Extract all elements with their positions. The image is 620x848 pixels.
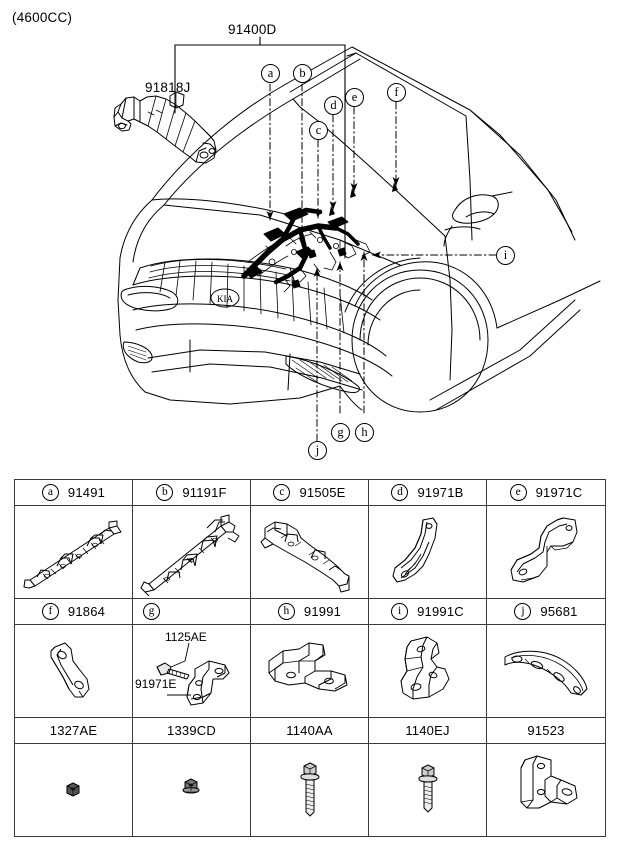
- marker-c-icon: c: [273, 484, 291, 501]
- clip-small-icon: [50, 642, 89, 698]
- bracket-part-label: 91818J: [145, 80, 191, 95]
- callout-f[interactable]: f: [387, 83, 406, 102]
- table-header-row-1: a 91491 b 91191F c 91505E d 91971B: [14, 479, 606, 506]
- callout-e[interactable]: e: [345, 88, 364, 107]
- callout-c[interactable]: c: [309, 121, 328, 140]
- callout-g[interactable]: g: [331, 423, 350, 442]
- part-number-1339cd: 1339CD: [167, 723, 216, 738]
- nut-flange-icon: [182, 778, 199, 794]
- callout-leader-lines: [269, 83, 497, 442]
- svg-text:KIA: KIA: [217, 294, 233, 304]
- art-cell-1339cd: [132, 743, 251, 837]
- part-number-1140ej: 1140EJ: [405, 723, 450, 738]
- callout-b[interactable]: b: [293, 64, 312, 83]
- part-number-91971c: 91971C: [535, 485, 583, 500]
- art-cell-1140ej: [368, 743, 487, 837]
- table-art-row-2: 1125AE 91971E: [14, 624, 606, 718]
- art-cell-91191f: [132, 505, 251, 599]
- callout-i[interactable]: i: [496, 246, 515, 265]
- bracket-hook-icon: [520, 755, 578, 809]
- part-number-91991: 91991: [303, 604, 342, 619]
- art-cell-g-assembly: 1125AE 91971E: [132, 624, 251, 718]
- parts-legend-table: a 91491 b 91191F c 91505E d 91971B: [14, 479, 606, 837]
- bolt-long-icon: [300, 762, 319, 817]
- callout-h[interactable]: h: [355, 423, 374, 442]
- part-number-91864: 91864: [67, 604, 106, 619]
- header-cell-1327ae[interactable]: 1327AE: [14, 717, 133, 744]
- table-header-row-3: 1327AE 1339CD 1140AA 1140EJ 9152: [14, 717, 606, 744]
- art-cell-91991c: [368, 624, 487, 718]
- art-cell-91491: [14, 505, 133, 599]
- part-91818j-art: [113, 91, 217, 164]
- marker-i-icon: i: [391, 603, 409, 620]
- nut-small-icon: [66, 782, 79, 797]
- table-header-row-2: f 91864 g h 91991 i 91991C: [14, 598, 606, 625]
- wiring-rail-branch-icon: [140, 514, 239, 596]
- header-cell-c[interactable]: c 91505E: [250, 479, 369, 506]
- table-art-row-3: [14, 743, 606, 837]
- header-cell-a[interactable]: a 91491: [14, 479, 133, 506]
- part-number-91991c: 91991C: [417, 604, 464, 619]
- marker-a-icon: a: [41, 484, 59, 501]
- header-cell-e[interactable]: e 91971C: [486, 479, 606, 506]
- callout-d[interactable]: d: [324, 96, 343, 115]
- part-number-91971b: 91971B: [417, 485, 464, 500]
- art-cell-91505e: [250, 505, 369, 599]
- marker-h-icon: h: [277, 603, 295, 620]
- callout-a[interactable]: a: [261, 64, 280, 83]
- bracket-step-icon: [268, 642, 347, 692]
- header-cell-d[interactable]: d 91971B: [368, 479, 487, 506]
- main-harness-label: 91400D: [228, 22, 277, 37]
- marker-f-icon: f: [41, 603, 59, 620]
- marker-d-icon: d: [391, 484, 409, 501]
- header-cell-j[interactable]: j 95681: [486, 598, 606, 625]
- wiring-rail-long-icon: [23, 520, 121, 589]
- bracket-z-icon: [510, 517, 578, 583]
- art-cell-95681: [486, 624, 606, 718]
- art-cell-1140aa: [250, 743, 369, 837]
- header-cell-1140ej[interactable]: 1140EJ: [368, 717, 487, 744]
- wiring-harness-art: [241, 207, 371, 293]
- art-cell-1327ae: [14, 743, 133, 837]
- part-number-1327ae: 1327AE: [49, 723, 98, 738]
- art-cell-91971c: [486, 505, 606, 599]
- header-cell-i[interactable]: i 91991C: [368, 598, 487, 625]
- engine-displacement-label: (4600CC): [12, 10, 73, 25]
- header-cell-91523[interactable]: 91523: [486, 717, 606, 744]
- header-cell-g[interactable]: g: [132, 598, 251, 625]
- sublabel-91971e: 91971E: [135, 677, 177, 691]
- bolt-short-icon: [418, 764, 437, 813]
- art-cell-91864: [14, 624, 133, 718]
- bracket-l-icon: [392, 517, 437, 583]
- callout-arrowheads: [266, 177, 400, 277]
- header-cell-h[interactable]: h 91991: [250, 598, 369, 625]
- part-number-1140aa: 1140AA: [286, 723, 333, 738]
- bracket-fold-icon: [400, 636, 449, 700]
- vehicle-illustration: KIA: [12, 10, 601, 460]
- marker-b-icon: b: [156, 484, 174, 501]
- table-art-row-1: [14, 505, 606, 599]
- marker-j-icon: j: [514, 603, 532, 620]
- callout-j[interactable]: j: [308, 441, 327, 460]
- sublabel-1125ae: 1125AE: [165, 630, 207, 644]
- part-number-91491: 91491: [67, 485, 106, 500]
- art-cell-91971b: [368, 505, 487, 599]
- art-cell-91523: [486, 743, 606, 837]
- bracket-curve-icon: [504, 650, 588, 696]
- part-number-91191f: 91191F: [182, 485, 227, 500]
- art-cell-91991: [250, 624, 369, 718]
- header-cell-1140aa[interactable]: 1140AA: [250, 717, 369, 744]
- wiring-rail-elbow-icon: [260, 521, 349, 593]
- marker-g-icon: g: [143, 603, 160, 620]
- bracket-assy-icon: [156, 642, 230, 706]
- header-cell-f[interactable]: f 91864: [14, 598, 133, 625]
- part-number-91505e: 91505E: [299, 485, 346, 500]
- header-cell-1339cd[interactable]: 1339CD: [132, 717, 251, 744]
- part-number-95681: 95681: [540, 604, 578, 619]
- header-cell-b[interactable]: b 91191F: [132, 479, 251, 506]
- marker-e-icon: e: [509, 484, 527, 501]
- part-number-91523: 91523: [527, 723, 565, 738]
